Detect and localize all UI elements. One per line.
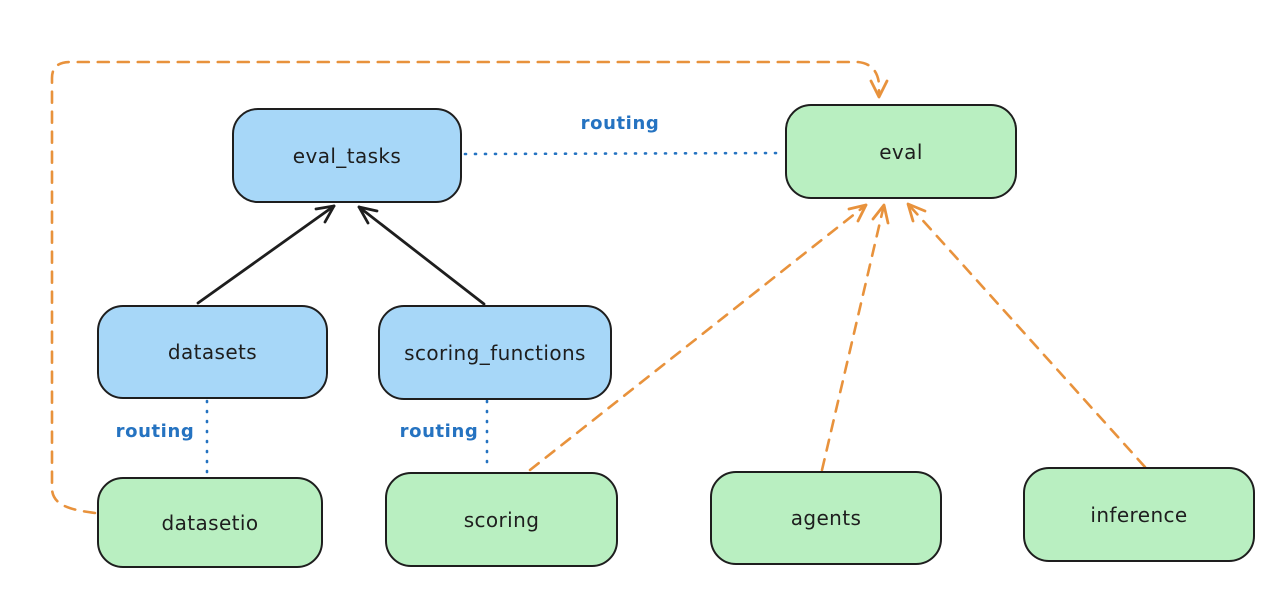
arrowhead-inference-to-eval <box>906 202 927 223</box>
node-agents: agents <box>710 471 942 565</box>
node-datasets: datasets <box>97 305 328 399</box>
edge-datasetio-to-eval-loop <box>50 60 881 515</box>
edge-scoring-to-eval <box>528 203 868 472</box>
node-datasetio: datasetio <box>97 477 323 568</box>
edge-inference-to-eval <box>906 202 1147 469</box>
arrowhead-datasetio-to-eval <box>869 79 889 99</box>
node-inference: inference <box>1023 467 1255 562</box>
node-eval-tasks: eval_tasks <box>232 108 462 203</box>
arrowhead-scoring-functions-to-eval-tasks <box>357 205 379 225</box>
edge-label-routing-scoring-fns-scoring: routing <box>399 421 479 442</box>
arrowhead-scoring-to-eval <box>847 203 868 223</box>
edge-agents-to-eval <box>820 203 886 472</box>
node-scoring-functions: scoring_functions <box>378 305 612 400</box>
edge-scoring-functions-to-eval-tasks <box>357 205 486 306</box>
edge-eval-tasks-to-eval-routing <box>463 151 785 156</box>
edge-datasets-to-eval-tasks <box>196 204 336 305</box>
edge-label-routing-datasets-datasetio: routing <box>115 421 195 442</box>
node-eval: eval <box>785 104 1017 199</box>
edge-label-routing-eval-tasks-eval: routing <box>580 113 660 134</box>
arrowhead-datasets-to-eval-tasks <box>314 204 336 224</box>
node-scoring: scoring <box>385 472 618 567</box>
arrowhead-agents-to-eval <box>871 203 890 225</box>
